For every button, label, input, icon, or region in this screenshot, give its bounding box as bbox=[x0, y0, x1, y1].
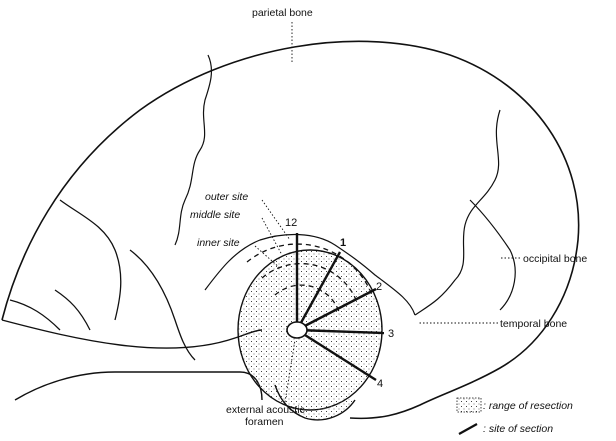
jaw-line bbox=[10, 300, 60, 330]
clock-number-1: 1 bbox=[340, 237, 346, 249]
eye-orbit-line bbox=[55, 290, 90, 330]
inner-site-label: inner site bbox=[197, 237, 240, 249]
skull-face-outline bbox=[2, 320, 262, 348]
clock-number-2: 2 bbox=[376, 281, 382, 293]
external-acoustic-foramen bbox=[287, 322, 307, 338]
zygomatic-arch bbox=[15, 372, 262, 400]
occipital-bone-label: occipital bone bbox=[523, 253, 587, 265]
legend-section-swatch bbox=[459, 424, 477, 434]
clock-number-4: 4 bbox=[377, 378, 383, 390]
legend-section-label: : site of section bbox=[483, 423, 553, 435]
facial-line bbox=[60, 200, 121, 320]
clock-number-12: 12 bbox=[285, 217, 297, 229]
legend-resection-label: : range of resection bbox=[483, 400, 573, 412]
temporal-bone-label: temporal bone bbox=[500, 318, 567, 330]
clock-number-3: 3 bbox=[388, 328, 394, 340]
occipital-ridge bbox=[470, 200, 515, 310]
cheek-line bbox=[130, 250, 195, 360]
legend: : range of resection : site of section bbox=[457, 398, 573, 435]
outer-site-label: outer site bbox=[205, 191, 248, 203]
middle-site-label: middle site bbox=[190, 209, 240, 221]
lambdoid-suture bbox=[415, 110, 500, 315]
foramen-label-line1: external acoustic bbox=[226, 404, 305, 416]
parietal-bone-label: parietal bone bbox=[252, 7, 313, 19]
foramen-label-line2: foramen bbox=[245, 416, 284, 428]
legend-resection-swatch bbox=[457, 398, 481, 412]
